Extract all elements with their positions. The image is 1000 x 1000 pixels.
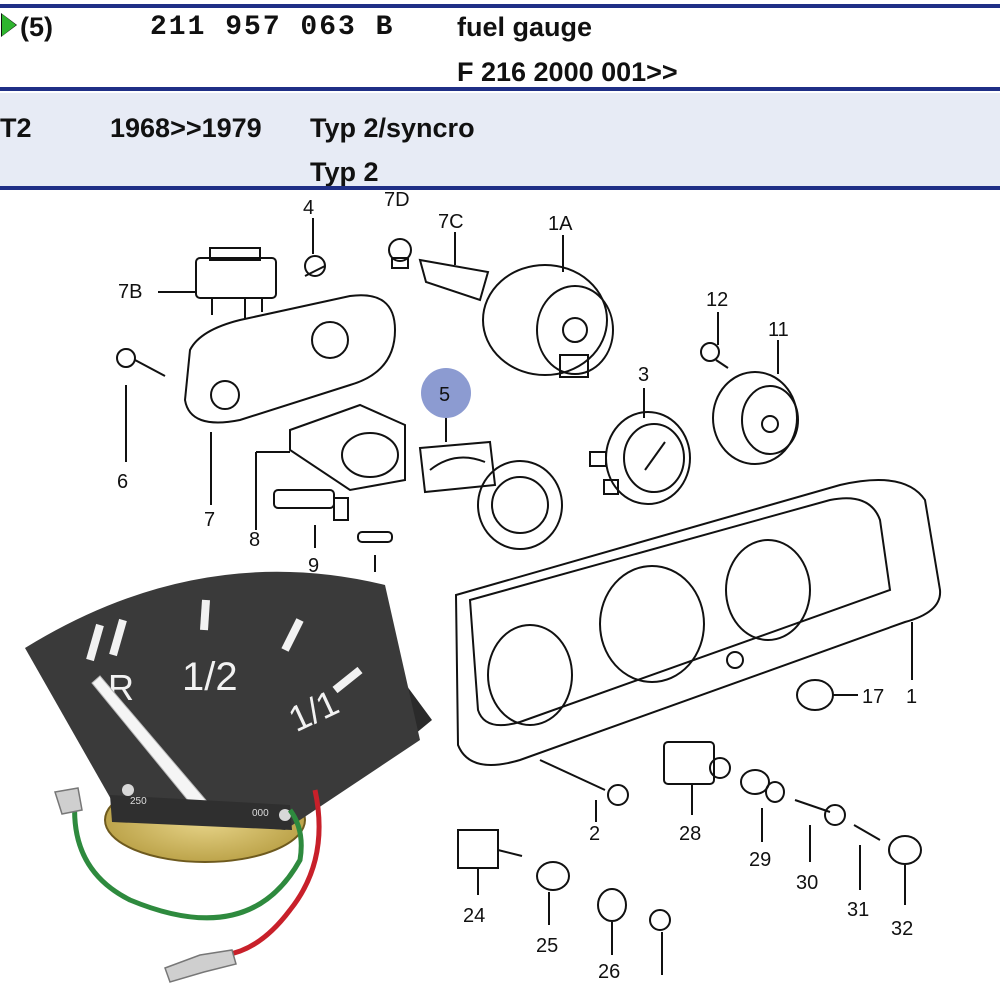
callout-17[interactable]: 17 [862,686,884,708]
header-rule-bottom [0,186,1000,190]
model-type-1: Typ 2/syncro [310,113,475,143]
callout-5-highlight[interactable] [421,368,471,418]
model-code: T2 [0,113,32,143]
red-wire-terminal [164,949,237,983]
part-5-fuel-gauge [418,412,563,550]
callout-3[interactable]: 3 [638,364,649,386]
header-rule-top [0,4,1000,8]
green-wire [72,799,304,921]
callout-6[interactable]: 6 [117,471,128,493]
callout-5[interactable]: 5 [439,384,450,406]
callout-7b[interactable]: 7B [118,281,142,303]
mounting-screw-left [122,784,134,796]
part-28-switch [663,741,731,815]
gauge-half-mark: 1/2 [182,655,238,699]
model-row[interactable]: T2 1968>>1979 Typ 2/syncro Typ 2 [0,93,1000,187]
callout-12[interactable]: 12 [706,289,728,311]
part-26-nut [597,888,627,955]
model-years: 1968>>1979 [110,113,262,143]
part-1a-speedometer [482,235,614,378]
callout-1a[interactable]: 1A [548,213,573,235]
callout-24[interactable]: 24 [463,905,485,927]
callout-30[interactable]: 30 [796,872,818,894]
part-4-screw [304,218,326,277]
part-description: fuel gauge [457,12,593,42]
callout-25[interactable]: 25 [536,935,558,957]
part-6-screw [116,348,166,462]
callout-7[interactable]: 7 [204,509,215,531]
gauge-base-plate [110,795,292,830]
callout-26[interactable]: 26 [598,961,620,983]
callout-28[interactable]: 28 [679,823,701,845]
callout-1[interactable]: 1 [906,686,917,708]
part-29-grommet [740,769,785,842]
part-7c-bracket [418,232,490,302]
red-wire [224,789,322,958]
part-24-clip [457,829,523,895]
gauge-tick-marks [86,599,363,694]
part-12-screw [700,312,729,369]
header-rule-mid [0,87,1000,91]
callout-32[interactable]: 32 [891,918,913,940]
part-3-gauge [589,388,691,505]
part-1-instrument-panel [454,479,942,766]
callout-11[interactable]: 11 [768,319,789,341]
resistor-label-right: 000 [252,808,269,819]
part-31-bulb [853,824,881,890]
part-7d-bulb [388,238,412,269]
callout-31[interactable]: 31 [847,899,869,921]
callout-2[interactable]: 2 [589,823,600,845]
position-number: (5) [20,12,53,42]
supersession-number: F 216 2000 001>> [457,57,678,87]
callout-7c[interactable]: 7C [438,211,464,233]
callout-8[interactable]: 8 [249,529,260,551]
callout-29[interactable]: 29 [749,849,771,871]
part-row[interactable]: (5) 211 957 063 B fuel gauge F 216 2000 … [0,0,1000,90]
small-washer [649,909,671,931]
part-32-cap [888,835,922,905]
part-11-clock [712,340,799,465]
part-9-socket [273,489,393,572]
resistor-label-left: 250 [130,796,147,807]
part-2-screw [539,759,629,822]
part-30-socket [794,799,846,862]
part-7-plate [183,294,397,505]
mounting-screw-right [279,809,291,821]
model-type-2: Typ 2 [310,157,379,187]
callout-9[interactable]: 9 [308,555,319,577]
callout-4[interactable]: 4 [303,197,314,219]
gauge-dial-face [25,571,420,830]
callout-7d[interactable]: 7D [384,189,410,211]
play-arrow-icon[interactable] [2,14,16,36]
green-wire-terminal [54,787,83,815]
part-8-housing [255,403,406,530]
part-25-screw [536,861,570,925]
part-7b-switch [158,247,277,318]
part-17-knob [796,679,858,711]
part-number: 211 957 063 B [150,12,395,43]
